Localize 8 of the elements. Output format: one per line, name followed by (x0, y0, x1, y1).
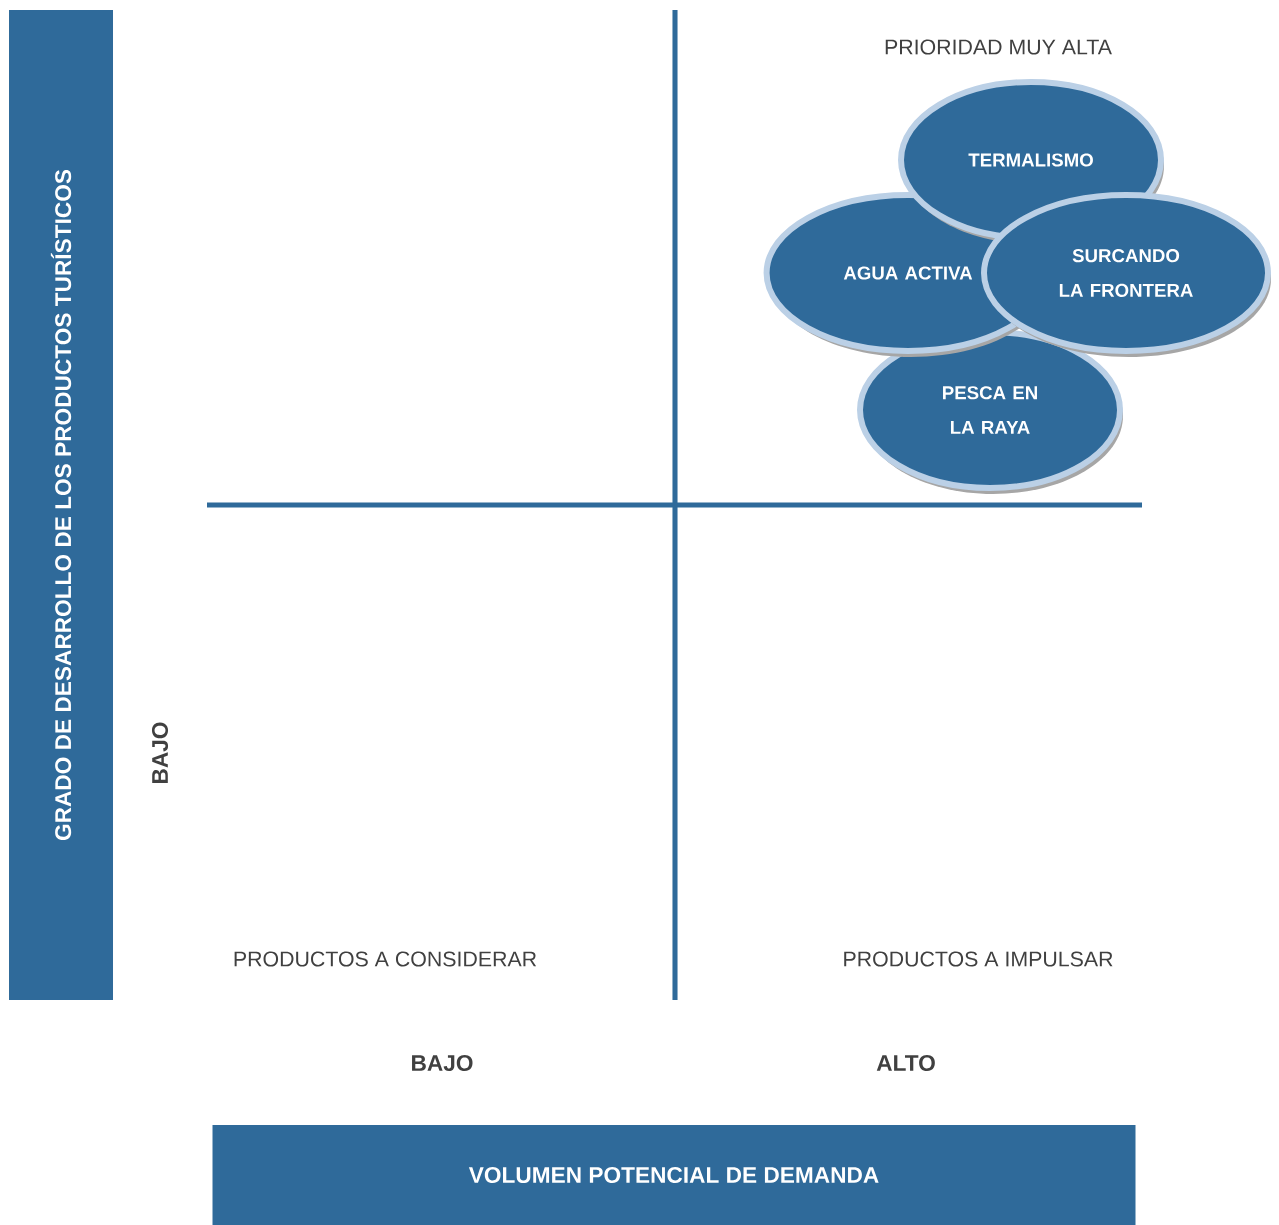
quadrant-label: PRODUCTOS A IMPULSAR (844, 951, 1113, 967)
axis-title-band: GRADO DE DESARROLLO DE LOS PRODUCTOS TURÍSTICOS (9, 10, 113, 1000)
quadrant-label: PRODUCTOS A CONSIDERAR (234, 951, 537, 967)
axis-value-label: BAJO (412, 1054, 473, 1072)
axis-value-label: ALTO (876, 1054, 935, 1072)
quadrant-label: PRIORIDAD MUY ALTA (885, 39, 1112, 55)
axis-title-band: VOLUMEN POTENCIAL DE DEMANDA (212, 1125, 1136, 1225)
axis-value-label: BAJO (152, 722, 169, 783)
